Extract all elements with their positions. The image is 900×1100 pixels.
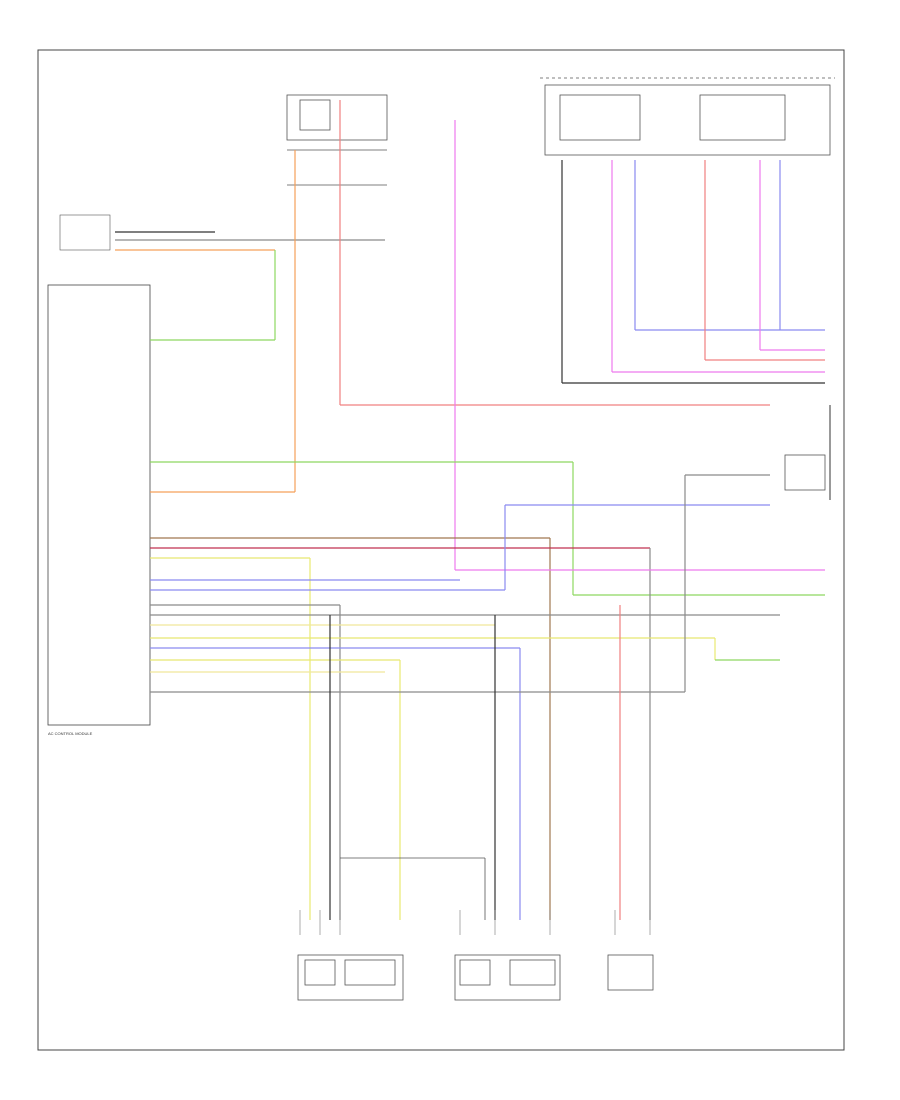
sensor-box <box>59 214 111 251</box>
right-bundle <box>561 160 825 384</box>
fuse-box-left <box>286 94 388 186</box>
right-component <box>784 454 826 491</box>
module-wires <box>150 405 831 920</box>
actuator-left <box>297 954 404 1001</box>
diagram-border <box>37 49 845 1051</box>
actuator-middle <box>454 954 561 1001</box>
actuator-right <box>607 954 654 991</box>
module-label: AC CONTROL MODULE <box>48 731 93 736</box>
connector-ticks <box>299 910 651 935</box>
ac-control-module <box>47 284 151 726</box>
top-left-wires <box>115 231 385 341</box>
fuse-box-right <box>540 77 835 156</box>
red-wire-group <box>150 100 770 570</box>
